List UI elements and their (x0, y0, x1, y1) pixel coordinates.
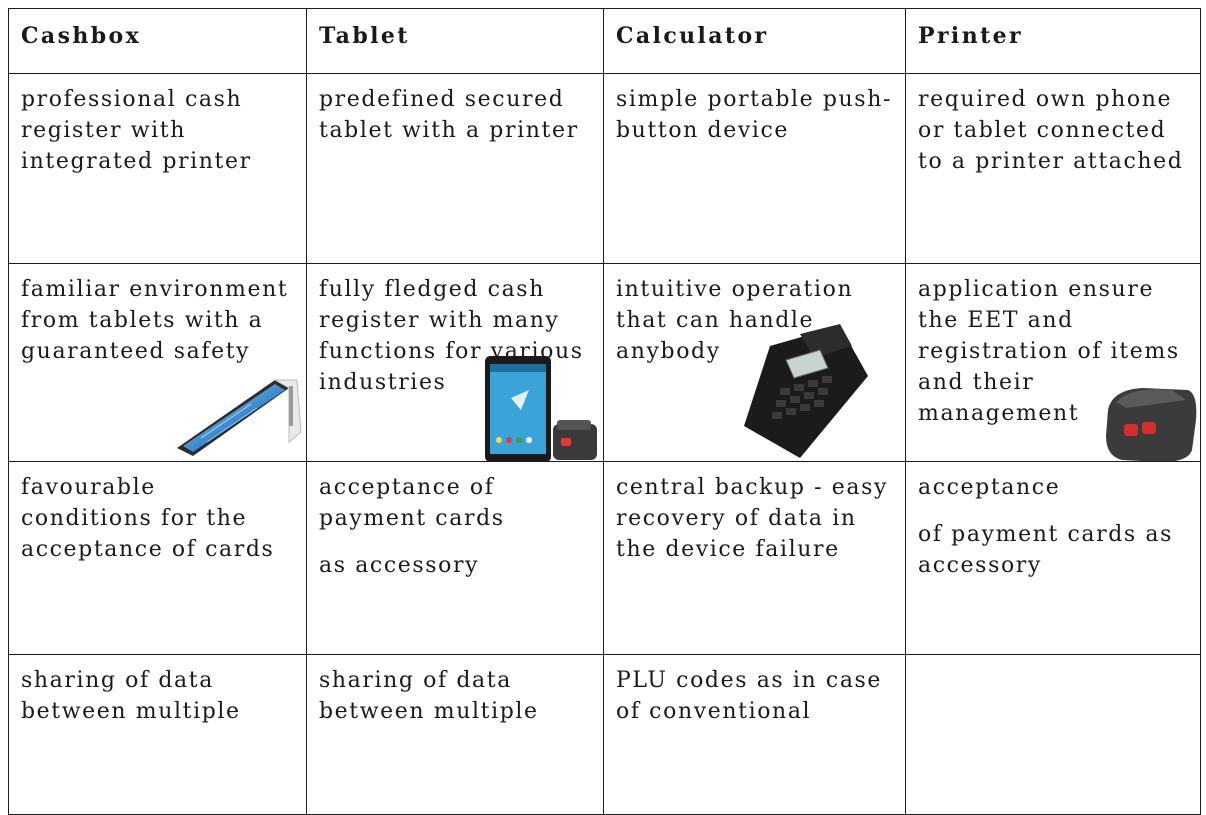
cell-text: professional cash register with integrat… (21, 87, 252, 174)
pos-terminal-icon (177, 379, 302, 456)
cell-calculator: central backup - easy recovery of data i… (603, 461, 906, 655)
table-row: favourable conditions for the acceptance… (8, 461, 1201, 655)
comparison-table: Cashbox Tablet Calculator Printer profes… (8, 8, 1201, 815)
cell-tablet: sharing of data between multiple (306, 654, 604, 815)
cell-text: application ensure the EET and registrat… (918, 277, 1180, 426)
cell-tablet: acceptance of payment cards as accessory (306, 461, 604, 655)
cell-text: simple portable push-button device (616, 87, 892, 143)
cell-text: required own phone or tablet connected t… (918, 87, 1184, 174)
portable-printer-icon (1106, 388, 1197, 461)
cell-cashbox: sharing of data between multiple (8, 654, 307, 815)
cell-printer: required own phone or tablet connected t… (905, 73, 1201, 264)
cell-text: sharing of data between multiple (319, 668, 539, 724)
cell-calculator: intuitive operation that can handle anyb… (603, 263, 906, 462)
cell-printer: application ensure the EET and registrat… (905, 263, 1201, 462)
cell-text: central backup - easy recovery of data i… (616, 475, 888, 562)
calculator-register-icon (744, 324, 868, 458)
cell-text: as accessory (319, 553, 480, 578)
cell-calculator: PLU codes as in case of conventional (603, 654, 906, 815)
cell-cashbox: favourable conditions for the acceptance… (8, 461, 307, 655)
header-row: Cashbox Tablet Calculator Printer (8, 8, 1201, 74)
header-printer: Printer (905, 8, 1201, 74)
cell-tablet: fully fledged cash register with many fu… (306, 263, 604, 462)
cell-text: PLU codes as in case of conventional (616, 668, 883, 724)
header-cashbox: Cashbox (8, 8, 307, 74)
header-tablet: Tablet (306, 8, 604, 74)
table-row: sharing of data between multiple sharing… (8, 654, 1201, 815)
tablet-printer-icon (485, 356, 597, 461)
table-row: professional cash register with integrat… (8, 73, 1201, 264)
cell-text: of payment cards as accessory (918, 522, 1174, 578)
cell-text: predefined secured tablet with a printer (319, 87, 579, 143)
cell-cashbox: professional cash register with integrat… (8, 73, 307, 264)
cell-text: sharing of data between multiple (21, 668, 241, 724)
cell-text: fully fledged cash register with many fu… (319, 277, 584, 395)
cell-calculator: simple portable push-button device (603, 73, 906, 264)
cell-text: intuitive operation that can handle anyb… (616, 277, 854, 364)
cell-printer: acceptance of payment cards as accessory (905, 461, 1201, 655)
cell-text: acceptance (918, 475, 1061, 500)
cell-tablet: predefined secured tablet with a printer (306, 73, 604, 264)
header-calculator: Calculator (603, 8, 906, 74)
cell-printer (905, 654, 1201, 815)
cell-text: acceptance of payment cards (319, 475, 505, 531)
cell-cashbox: familiar environment from tablets with a… (8, 263, 307, 462)
cell-text: familiar environment from tablets with a… (21, 277, 289, 364)
cell-text: favourable conditions for the acceptance… (21, 475, 275, 562)
table-row: familiar environment from tablets with a… (8, 263, 1201, 462)
